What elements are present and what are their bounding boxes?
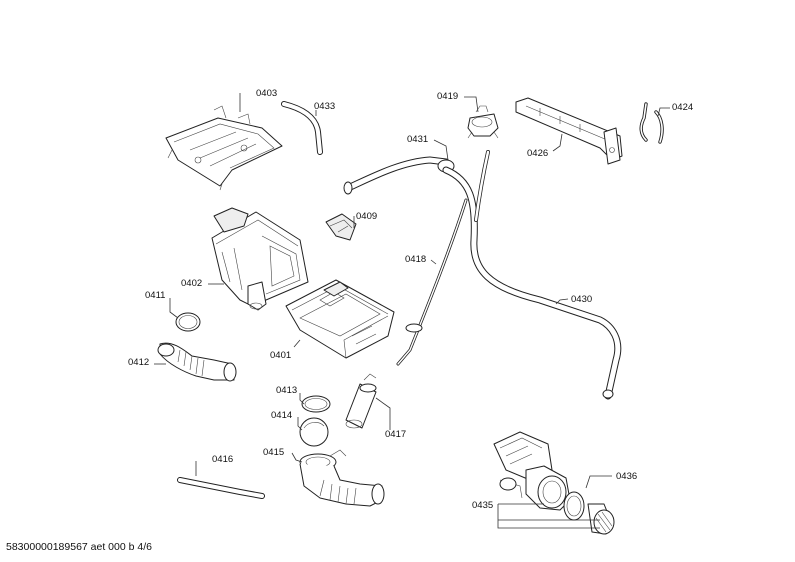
part-0401-detergent-drawer [285, 279, 395, 359]
part-0403-cover-frame [165, 105, 283, 191]
label-0419: 0419 [437, 91, 458, 102]
part-0435-pump [493, 431, 571, 511]
part-0430-pipe [442, 150, 622, 400]
part-0411-ring-seal [175, 312, 201, 332]
label-0409: 0409 [356, 211, 377, 222]
label-0436: 0436 [616, 471, 637, 482]
part-0414-ball [299, 417, 329, 447]
label-0424: 0424 [672, 102, 693, 113]
label-0403: 0403 [256, 88, 277, 99]
label-0415: 0415 [263, 447, 284, 458]
part-0416-hose [177, 477, 265, 499]
part-0412-bellows-hose [157, 342, 237, 382]
label-0426: 0426 [527, 148, 548, 159]
label-0412: 0412 [128, 357, 149, 368]
label-0431: 0431 [407, 134, 428, 145]
part-0426-rail [515, 97, 623, 165]
leader-lines [154, 93, 670, 529]
label-0402: 0402 [181, 278, 202, 289]
part-0419-valve [467, 105, 499, 139]
label-0418: 0418 [405, 254, 426, 265]
label-0435: 0435 [472, 500, 493, 511]
label-0411: 0411 [145, 290, 165, 301]
part-0424-hook [639, 102, 664, 144]
part-0409-clip [325, 213, 357, 241]
label-0433: 0433 [314, 101, 335, 112]
part-0413-gasket [301, 395, 331, 413]
part-0402-dispenser-housing [211, 207, 309, 311]
part-0433-hose [281, 101, 323, 155]
label-0417: 0417 [385, 429, 406, 440]
label-0416: 0416 [212, 454, 233, 465]
part-0415-sump-hose [299, 449, 385, 507]
label-0430: 0430 [571, 294, 592, 305]
part-0418-rod [396, 198, 468, 366]
part-labels: 0403 0433 0409 0402 0411 0412 0401 0413 … [128, 88, 693, 511]
document-id-footer: 58300000189567 aet 000 b 4/6 [6, 541, 152, 553]
part-0431-hose [343, 156, 455, 195]
label-0413: 0413 [276, 385, 297, 396]
label-0401: 0401 [270, 350, 291, 361]
part-0417-cylinder [345, 373, 377, 429]
label-0414: 0414 [271, 410, 292, 421]
